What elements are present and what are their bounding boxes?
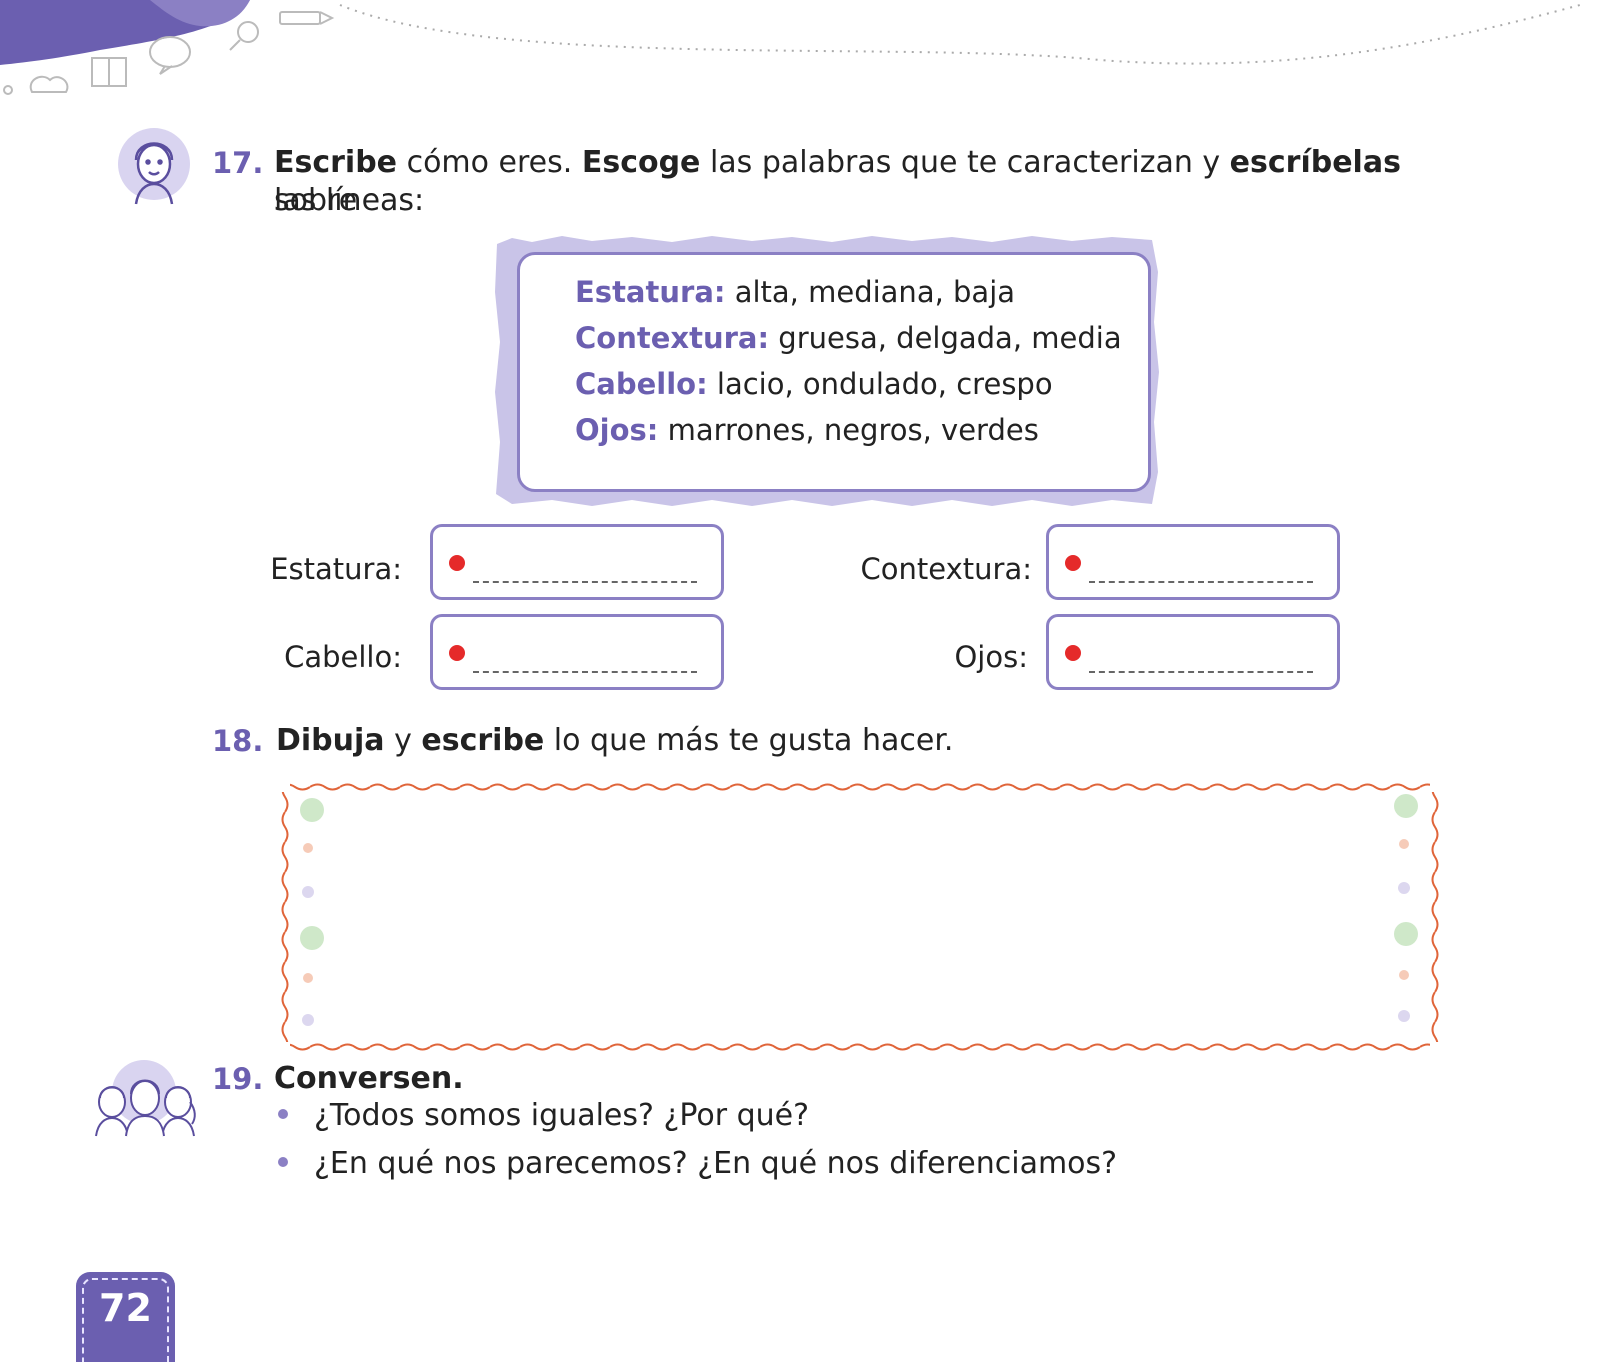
- bullet-text: ¿Todos somos iguales? ¿Por qué?: [314, 1098, 810, 1133]
- question-18-number: 18.: [212, 724, 264, 758]
- trait-contextura: Contextura: gruesa, delgada, media: [575, 321, 1122, 355]
- cloud-icon: [3, 75, 69, 95]
- ojos-field[interactable]: [1046, 614, 1340, 690]
- q17-word-escoge: Escoge: [581, 145, 701, 180]
- bullet-marker: [278, 1108, 288, 1119]
- question-19-title: Conversen.: [274, 1061, 464, 1096]
- trait-cabello: Cabello: lacio, ondulado, crespo: [575, 367, 1053, 401]
- question-18-text: Dibuja y escribe lo que más te gusta hac…: [276, 722, 953, 760]
- answer-line: [473, 581, 697, 583]
- field-label-estatura: Estatura:: [270, 552, 402, 586]
- bullet-dot: [1065, 645, 1081, 661]
- contextura-field[interactable]: [1046, 524, 1340, 600]
- speech-bubble-icon: [149, 36, 191, 75]
- page-number-badge: 72: [76, 1272, 175, 1362]
- magnifier-icon: [229, 21, 259, 51]
- trait-cabello-key: Cabello:: [575, 367, 708, 401]
- question-19-number: 19.: [212, 1062, 264, 1096]
- trait-ojos-key: Ojos:: [575, 413, 659, 447]
- field-label-ojos: Ojos:: [954, 640, 1028, 674]
- q17-text-2: las palabras que te caracterizan y: [700, 145, 1230, 180]
- trait-estatura-key: Estatura:: [575, 275, 726, 309]
- field-label-cabello: Cabello:: [284, 640, 402, 674]
- decorative-dots-left: [300, 798, 324, 1026]
- boy-avatar-icon: [118, 128, 190, 205]
- q17-word-escribelas: escríbelas: [1229, 145, 1401, 180]
- header-decoration: [0, 0, 1581, 95]
- page-number: 72: [99, 1286, 152, 1330]
- answer-line: [473, 671, 697, 673]
- trait-estatura: Estatura: alta, mediana, baja: [575, 275, 1015, 309]
- bullet-marker: [278, 1156, 288, 1167]
- trait-contextura-key: Contextura:: [575, 321, 770, 355]
- trait-ojos: Ojos: marrones, negros, verdes: [575, 413, 1039, 447]
- question-17-text-line2: las líneas:: [274, 183, 425, 218]
- trait-contextura-values: gruesa, delgada, media: [769, 321, 1122, 355]
- question-19-bullet-2: ¿En qué nos parecemos? ¿En qué nos difer…: [278, 1146, 1117, 1181]
- answer-line: [1089, 671, 1313, 673]
- page-badge-border: [82, 1278, 169, 1362]
- cabello-field[interactable]: [430, 614, 724, 690]
- bullet-dot: [1065, 555, 1081, 571]
- question-19-bullet-1: ¿Todos somos iguales? ¿Por qué?: [278, 1098, 809, 1133]
- question-17-text: Escribe cómo eres. Escoge las palabras q…: [274, 144, 1474, 220]
- field-label-contextura: Contextura:: [860, 552, 1032, 586]
- decorative-dots-right: [1394, 794, 1418, 1022]
- q18-text-1: y: [384, 723, 422, 758]
- q18-word-escribe: escribe: [421, 723, 545, 758]
- bullet-dot: [449, 555, 465, 571]
- trait-estatura-values: alta, mediana, baja: [725, 275, 1016, 309]
- question-17-number: 17.: [212, 146, 264, 180]
- q17-text-3: sobre: [274, 183, 358, 218]
- q17-word-escribe: Escribe: [274, 145, 398, 180]
- trait-cabello-values: lacio, ondulado, crespo: [707, 367, 1053, 401]
- bullet-dot: [449, 645, 465, 661]
- traits-box: Estatura: alta, mediana, baja Contextura…: [517, 252, 1151, 492]
- pencil-icon: [279, 11, 335, 25]
- q17-text-1: cómo eres.: [397, 145, 582, 180]
- estatura-field[interactable]: [430, 524, 724, 600]
- drawing-area[interactable]: [280, 782, 1440, 1052]
- q18-word-dibuja: Dibuja: [276, 723, 385, 758]
- q18-text-2: lo que más te gusta hacer.: [544, 723, 954, 758]
- group-children-icon: [95, 1060, 196, 1137]
- book-icon: [91, 57, 127, 87]
- bullet-text: ¿En qué nos parecemos? ¿En qué nos difer…: [314, 1146, 1118, 1181]
- answer-line: [1089, 581, 1313, 583]
- trait-ojos-values: marrones, negros, verdes: [658, 413, 1039, 447]
